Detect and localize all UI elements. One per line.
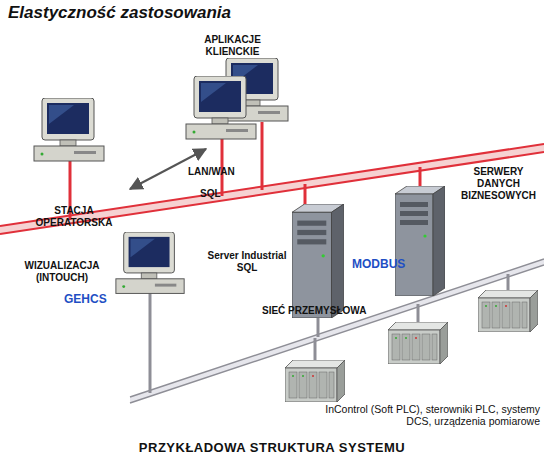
diagram-caption: PRZYKŁADOWA STRUKTURA SYSTEMU bbox=[0, 440, 544, 455]
network-label: SIEĆ PRZEMYSŁOWA bbox=[262, 305, 366, 317]
network-label: LAN/WAN bbox=[188, 166, 235, 178]
node-text: WIZUALIZACJA (INTOUCH) bbox=[10, 260, 114, 284]
server-tower bbox=[292, 204, 344, 318]
node-heading: InControl (Soft PLC), sterowniki PLC, sy… bbox=[310, 403, 540, 427]
plc-rack bbox=[285, 360, 345, 402]
protocol-label: SQL bbox=[200, 188, 221, 200]
client-group: APLIKACJE KLIENCKIE bbox=[185, 30, 280, 150]
plc-rack bbox=[478, 290, 538, 332]
diagram-title: Elastyczność zastosowania bbox=[8, 3, 231, 23]
computer-icon bbox=[116, 232, 184, 293]
node-heading: Server Industrial SQL bbox=[207, 250, 287, 274]
computer-icon bbox=[186, 76, 256, 139]
node-heading: APLIKACJE KLIENCKIE bbox=[195, 34, 270, 58]
plc-rack bbox=[388, 322, 448, 364]
computer-icon bbox=[34, 98, 104, 161]
node-heading: STACJA OPERATORSKA bbox=[30, 205, 118, 229]
server-tower bbox=[395, 186, 445, 296]
node-heading: SERWERY DANYCH BIZNESOWYCH bbox=[456, 166, 541, 202]
server-group: SERWERY DANYCH BIZNESOWYCH bbox=[390, 160, 544, 280]
protocol-label: GEHCS bbox=[64, 292, 107, 306]
protocol-label: MODBUS bbox=[352, 257, 405, 271]
